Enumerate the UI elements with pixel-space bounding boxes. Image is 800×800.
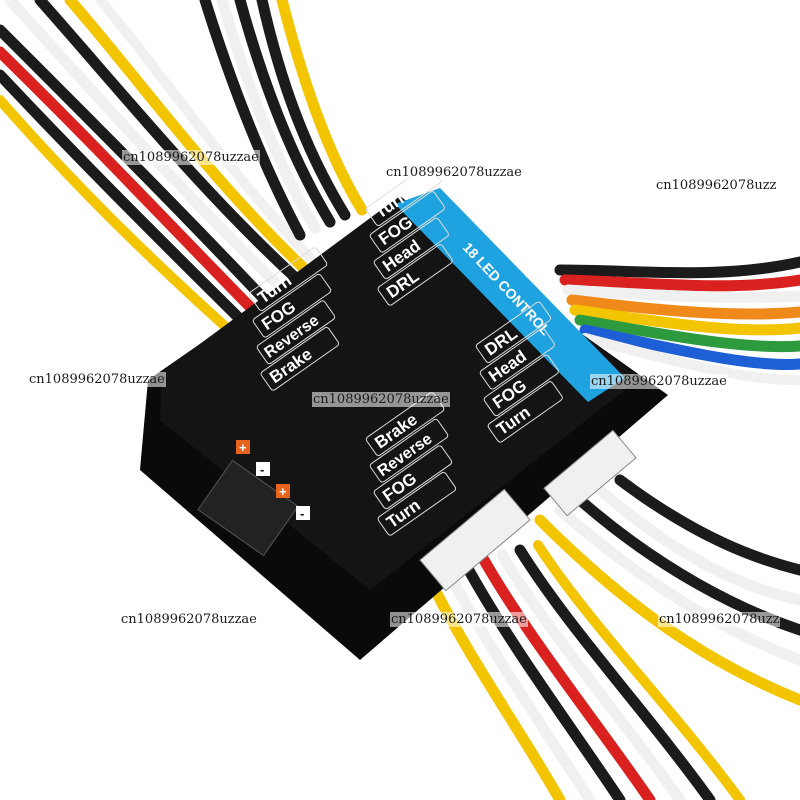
- wire-bundle-bottom: [424, 540, 745, 800]
- watermark-text: cn1089962078uzzae: [590, 374, 728, 389]
- label-group-right: DRL Head FOG Turn: [475, 301, 563, 443]
- wire-bundle-top: [199, 0, 368, 241]
- banner-strip: [395, 188, 625, 402]
- polarity-marks: + - + -: [236, 440, 310, 521]
- connector-left: [197, 459, 299, 557]
- polarity-plus-2: +: [279, 484, 287, 499]
- polarity-minus-2: -: [300, 506, 304, 521]
- connector-right: [543, 429, 637, 517]
- watermark-text: cn1089962078uzz: [658, 612, 781, 627]
- watermark-text: cn1089962078uzzae: [385, 165, 523, 180]
- control-module: 18 LED CONTROL Turn FOG Head DRL Turn FO…: [140, 164, 668, 660]
- polarity-plus-1: +: [239, 440, 247, 455]
- watermark-text: cn1089962078uzzae: [122, 150, 260, 165]
- watermark-text: cn1089962078uzz: [655, 178, 778, 193]
- watermark-text: cn1089962078uzzae: [390, 612, 528, 627]
- watermark-text: cn1089962078uzzae: [28, 372, 166, 387]
- connector-bottom: [419, 488, 531, 592]
- watermark-text: cn1089962078uzzae: [120, 612, 258, 627]
- wire-bundle-top-left: [0, 0, 327, 343]
- watermark-text: cn1089962078uzzae: [312, 392, 450, 407]
- wire-bundle-right: [554, 256, 800, 386]
- label-group-lower: Brake Reverse FOG Turn: [365, 392, 457, 536]
- polarity-minus-1: -: [260, 462, 264, 477]
